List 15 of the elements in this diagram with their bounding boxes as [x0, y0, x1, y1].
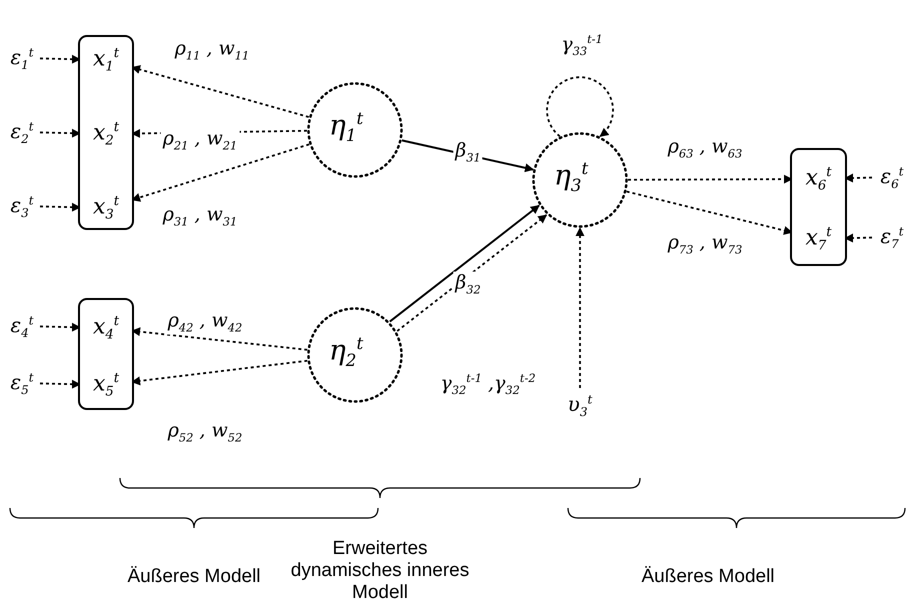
latent-variable-circle	[307, 82, 403, 178]
arrow	[546, 76, 614, 137]
section-label: Äußeres Modell	[640, 566, 776, 588]
latent-variable-circle	[307, 307, 403, 403]
arrow	[576, 227, 584, 388]
edge-label: β$_{31}$	[453, 140, 483, 164]
arrow	[396, 214, 548, 332]
edge-label: ρ$_{21}$ , w$_{21}$	[160, 128, 240, 152]
indicator-group-box	[78, 35, 134, 230]
latent-variable-circle	[532, 132, 628, 228]
section-label: Erweitertes dynamisches inneres Modell	[290, 538, 470, 599]
indicator-group-box	[78, 298, 134, 410]
indicator-group-box	[790, 148, 847, 266]
edge-label: β$_{32}$	[453, 272, 483, 296]
arrow	[389, 204, 540, 322]
